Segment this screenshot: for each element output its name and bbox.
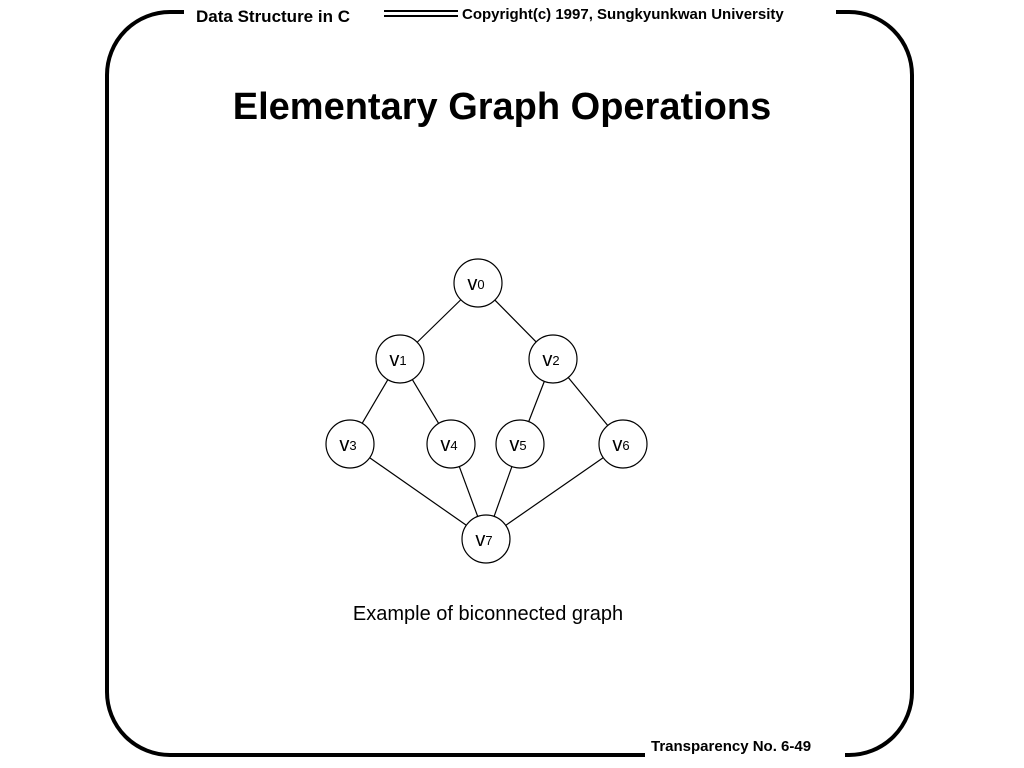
- vertex-circle: [375, 334, 425, 384]
- vertex-label: v4: [440, 434, 457, 456]
- slide-title: Elementary Graph Operations: [232, 86, 772, 128]
- vertex-label: v6: [612, 434, 629, 456]
- transparency-number: Transparency No. 6-49: [647, 738, 816, 755]
- edge-v0-v2: [494, 299, 537, 343]
- vertex-v6: v6: [598, 419, 648, 469]
- vertex-label: v2: [542, 349, 559, 371]
- edge-v4-v7: [458, 466, 479, 517]
- vertex-circle: [426, 419, 476, 469]
- edge-v6-v7: [505, 457, 604, 526]
- edge-v0-v1: [416, 299, 462, 343]
- vertex-v2: v2: [528, 334, 578, 384]
- vertex-v3: v3: [325, 419, 375, 469]
- copyright-notice: Copyright(c) 1997, Sungkyunkwan Universi…: [458, 6, 788, 23]
- edge-v5-v7: [493, 466, 513, 517]
- vertex-circle: [453, 258, 503, 308]
- edge-v3-v7: [369, 457, 467, 526]
- vertex-v0: v0: [453, 258, 503, 308]
- graph-vertices: v0 v1 v2 v3 v4 v5 v6 v7: [325, 258, 648, 564]
- vertex-v4: v4: [426, 419, 476, 469]
- edge-v2-v5: [528, 381, 545, 422]
- vertex-circle: [528, 334, 578, 384]
- vertex-v7: v7: [461, 514, 511, 564]
- vertex-circle: [461, 514, 511, 564]
- graph-edges: [361, 299, 609, 526]
- vertex-label: v0: [467, 273, 484, 295]
- edge-v1-v4: [411, 379, 440, 424]
- vertex-circle: [495, 419, 545, 469]
- vertex-circle: [325, 419, 375, 469]
- vertex-label: v5: [509, 434, 526, 456]
- vertex-label: v7: [475, 529, 492, 551]
- edge-v1-v3: [361, 379, 389, 424]
- vertex-v5: v5: [495, 419, 545, 469]
- vertex-label: v3: [339, 434, 356, 456]
- vertex-circle: [598, 419, 648, 469]
- course-title: Data Structure in C: [192, 7, 354, 27]
- vertex-label: v1: [389, 349, 406, 371]
- diagram-caption: Example of biconnected graph: [352, 603, 624, 625]
- vertex-v1: v1: [375, 334, 425, 384]
- edge-v2-v6: [567, 377, 609, 426]
